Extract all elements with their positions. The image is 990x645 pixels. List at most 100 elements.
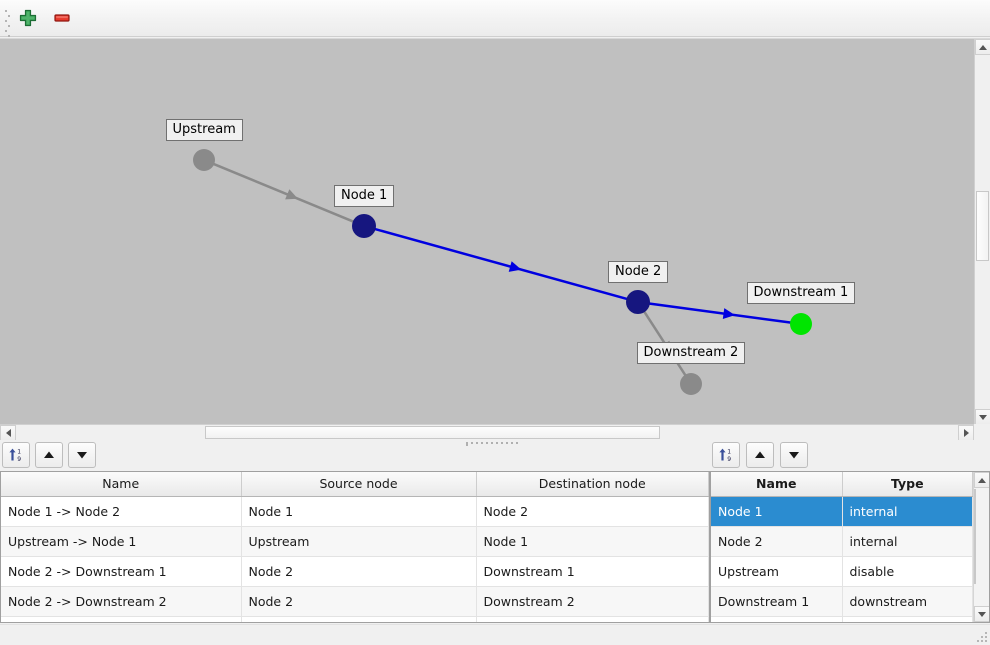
triangle-up-icon [978,477,986,483]
nodes-scroll-up-button[interactable] [974,472,989,488]
links-move-down-button[interactable] [68,442,96,468]
links-table-cell-name[interactable]: Node 2 -> Downstream 1 [1,556,242,587]
links-table-cell-destination[interactable]: Downstream 2 [476,586,709,617]
nodes-move-up-button[interactable] [746,442,774,468]
graph-edge-node2-downstream1[interactable] [648,302,792,324]
canvas-vertical-scrollbar[interactable] [974,39,990,425]
nodes-table-vscroll-thumb[interactable] [974,489,976,584]
canvas-hscroll-thumb[interactable] [205,426,660,439]
nodes-table-empty-row [711,616,973,622]
sort-ascending-icon: 1 9 [9,448,21,463]
scrollbar-corner [974,424,990,440]
graph-node-label-node2[interactable]: Node 2 [608,261,669,283]
nodes-table-cell-type[interactable]: internal [842,526,973,557]
graph-node-label-downstream1[interactable]: Downstream 1 [746,282,856,304]
graph-node-node2[interactable] [626,290,650,314]
links-table-cell-source[interactable]: Node 1 [241,496,477,527]
links-move-up-button[interactable] [35,442,63,468]
add-node-button[interactable] [14,5,42,31]
nodes-table-cell-name[interactable]: Upstream [711,556,843,587]
canvas-horizontal-scrollbar[interactable] [0,424,974,441]
links-table-cell-destination[interactable]: Downstream 1 [476,556,709,587]
links-table-cell-destination[interactable]: Node 2 [476,496,709,527]
graph-node-label-node1[interactable]: Node 1 [334,185,395,207]
links-table-column-header-2[interactable]: Destination node [476,472,709,497]
nodes-table-empty-cell [711,616,843,622]
links-table-cell-source[interactable]: Node 2 [241,586,477,617]
nodes-table-cell-type[interactable]: downstream [842,586,973,617]
graph-edge-arrow-upstream-node1 [285,189,298,200]
links-table-cell-name[interactable]: Node 2 -> Downstream 2 [1,586,242,617]
scroll-down-button[interactable] [975,409,990,425]
triangle-down-icon [979,414,987,420]
links-table-cell-destination[interactable]: Node 1 [476,526,709,557]
nodes-table-cell-name[interactable]: Node 2 [711,526,843,557]
arrow-up-icon [755,451,765,458]
nodes-table-cell-name[interactable]: Node 1 [711,496,843,527]
links-table-column-header-1[interactable]: Source node [241,472,477,497]
horizontal-splitter[interactable] [0,440,990,446]
triangle-down-icon [978,611,986,617]
nodes-table-column-header-1[interactable]: Type [842,472,973,497]
main-toolbar [0,0,990,47]
svg-text:1: 1 [727,448,731,455]
toolbar-drag-handle[interactable] [5,10,11,47]
arrow-up-icon [44,451,54,458]
window-resize-grip[interactable] [976,631,987,642]
scroll-left-button[interactable] [0,425,16,441]
scroll-right-button[interactable] [958,425,974,441]
splitter-grip [466,442,524,446]
links-table-cell-source[interactable]: Node 2 [241,556,477,587]
graph-node-label-upstream[interactable]: Upstream [165,119,243,141]
nodes-table-cell-type[interactable]: internal [842,496,973,527]
svg-text:9: 9 [727,456,731,463]
nodes-table-cell-type[interactable]: disable [842,556,973,587]
graph-node-upstream[interactable] [193,149,215,171]
links-table-cell-name[interactable]: Node 1 -> Node 2 [1,496,242,527]
graph-node-node1[interactable] [352,214,376,238]
links-table-empty-cell [241,616,477,622]
minus-icon [54,14,70,22]
nodes-move-down-button[interactable] [780,442,808,468]
scroll-up-button[interactable] [975,39,990,55]
links-table-cell-name[interactable]: Upstream -> Node 1 [1,526,242,557]
graph-edge-upstream-node1[interactable] [212,162,355,223]
remove-node-button[interactable] [48,5,76,31]
svg-text:9: 9 [17,456,21,463]
links-table-cell-source[interactable]: Upstream [241,526,477,557]
nodes-table-vertical-scrollbar[interactable] [973,472,989,622]
nodes-table-column-header-0[interactable]: Name [711,472,843,497]
canvas-vscroll-thumb[interactable] [976,191,989,261]
graph-edge-node1-node2[interactable] [374,227,628,301]
nodes-sort-button[interactable]: 1 9 [712,442,740,468]
triangle-up-icon [979,44,987,50]
graph-node-downstream2[interactable] [680,373,702,395]
graph-node-downstream1[interactable] [790,313,812,335]
graph-edge-arrow-node2-downstream1 [722,308,736,319]
graph-edge-arrow-node1-node2 [508,261,522,272]
triangle-right-icon [963,429,969,437]
links-table-column-header-0[interactable]: Name [1,472,242,497]
nodes-table-cell-name[interactable]: Downstream 1 [711,586,843,617]
links-table-empty-cell [476,616,709,622]
graph-node-label-downstream2[interactable]: Downstream 2 [636,342,746,364]
nodes-scroll-down-button[interactable] [974,606,989,622]
links-sort-button[interactable]: 1 9 [2,442,30,468]
